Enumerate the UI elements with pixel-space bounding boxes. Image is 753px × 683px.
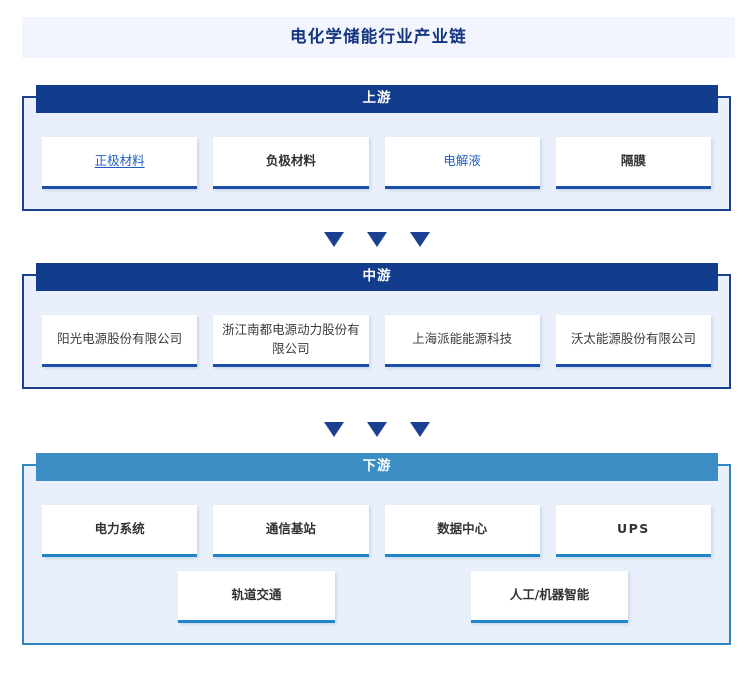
card-downstream-5[interactable]: 轨道交通 bbox=[178, 571, 335, 623]
triangle-down-icon bbox=[366, 422, 387, 437]
triangle-down-icon bbox=[323, 232, 344, 247]
card-label: 正极材料 bbox=[94, 153, 145, 169]
card-label: 沃太能源股份有限公司 bbox=[570, 331, 696, 347]
flow-arrows-midstream-to-downstream bbox=[0, 422, 753, 437]
card-label: 负极材料 bbox=[265, 153, 316, 169]
card-label: 隔膜 bbox=[620, 153, 646, 169]
card-midstream-3[interactable]: 上海派能能源科技 bbox=[384, 315, 541, 367]
flow-arrows-upstream-to-midstream bbox=[0, 232, 753, 247]
section-upstream-header: 上游 bbox=[36, 85, 718, 113]
card-label: 电力系统 bbox=[94, 521, 145, 537]
triangle-down-icon bbox=[366, 232, 387, 247]
card-label: 阳光电源股份有限公司 bbox=[57, 331, 183, 347]
card-midstream-4[interactable]: 沃太能源股份有限公司 bbox=[555, 315, 712, 367]
card-label: 人工/机器智能 bbox=[509, 587, 590, 603]
section-downstream-container: 电力系统 通信基站 数据中心 UPS 轨道交通 bbox=[22, 464, 731, 645]
triangle-down-icon bbox=[409, 232, 430, 247]
card-downstream-4[interactable]: UPS bbox=[555, 505, 712, 557]
card-downstream-3[interactable]: 数据中心 bbox=[384, 505, 541, 557]
card-downstream-1[interactable]: 电力系统 bbox=[42, 505, 198, 557]
card-upstream-4[interactable]: 隔膜 bbox=[555, 137, 712, 189]
section-midstream-header: 中游 bbox=[36, 263, 718, 291]
card-midstream-2[interactable]: 浙江南都电源动力股份有限公司 bbox=[213, 315, 369, 367]
section-upstream-container: 正极材料 负极材料 电解液 隔膜 bbox=[22, 96, 731, 211]
card-row: 阳光电源股份有限公司 浙江南都电源动力股份有限公司 上海派能能源科技 沃太能源股… bbox=[42, 315, 712, 367]
card-downstream-6[interactable]: 人工/机器智能 bbox=[471, 571, 628, 623]
triangle-down-icon bbox=[409, 422, 430, 437]
card-upstream-2[interactable]: 负极材料 bbox=[213, 137, 369, 189]
section-header-label: 下游 bbox=[362, 458, 392, 475]
section-midstream-container: 阳光电源股份有限公司 浙江南都电源动力股份有限公司 上海派能能源科技 沃太能源股… bbox=[22, 274, 731, 389]
card-upstream-3[interactable]: 电解液 bbox=[384, 137, 541, 189]
section-downstream-body: 电力系统 通信基站 数据中心 UPS 轨道交通 bbox=[24, 466, 729, 643]
section-midstream-body: 阳光电源股份有限公司 浙江南都电源动力股份有限公司 上海派能能源科技 沃太能源股… bbox=[24, 276, 729, 387]
card-label: UPS bbox=[616, 521, 650, 537]
card-row: 正极材料 负极材料 电解液 隔膜 bbox=[42, 137, 712, 189]
card-label: 浙江南都电源动力股份有限公司 bbox=[222, 322, 360, 356]
card-label: 上海派能能源科技 bbox=[412, 331, 513, 347]
card-label: 电解液 bbox=[443, 153, 481, 169]
page-title: 电化学储能行业产业链 bbox=[290, 27, 467, 47]
card-label: 轨道交通 bbox=[231, 587, 282, 603]
card-row: 轨道交通 人工/机器智能 bbox=[42, 571, 711, 623]
card-label: 数据中心 bbox=[437, 521, 488, 537]
section-header-label: 中游 bbox=[362, 268, 392, 285]
triangle-down-icon bbox=[323, 422, 344, 437]
page-title-band: 电化学储能行业产业链 bbox=[22, 17, 735, 58]
card-upstream-1[interactable]: 正极材料 bbox=[42, 137, 198, 189]
card-downstream-2[interactable]: 通信基站 bbox=[213, 505, 369, 557]
section-upstream-body: 正极材料 负极材料 电解液 隔膜 bbox=[24, 98, 729, 209]
section-header-label: 上游 bbox=[362, 90, 392, 107]
card-row: 电力系统 通信基站 数据中心 UPS bbox=[42, 505, 712, 557]
card-label: 通信基站 bbox=[265, 521, 316, 537]
card-midstream-1[interactable]: 阳光电源股份有限公司 bbox=[42, 315, 198, 367]
section-downstream-header: 下游 bbox=[36, 453, 718, 481]
